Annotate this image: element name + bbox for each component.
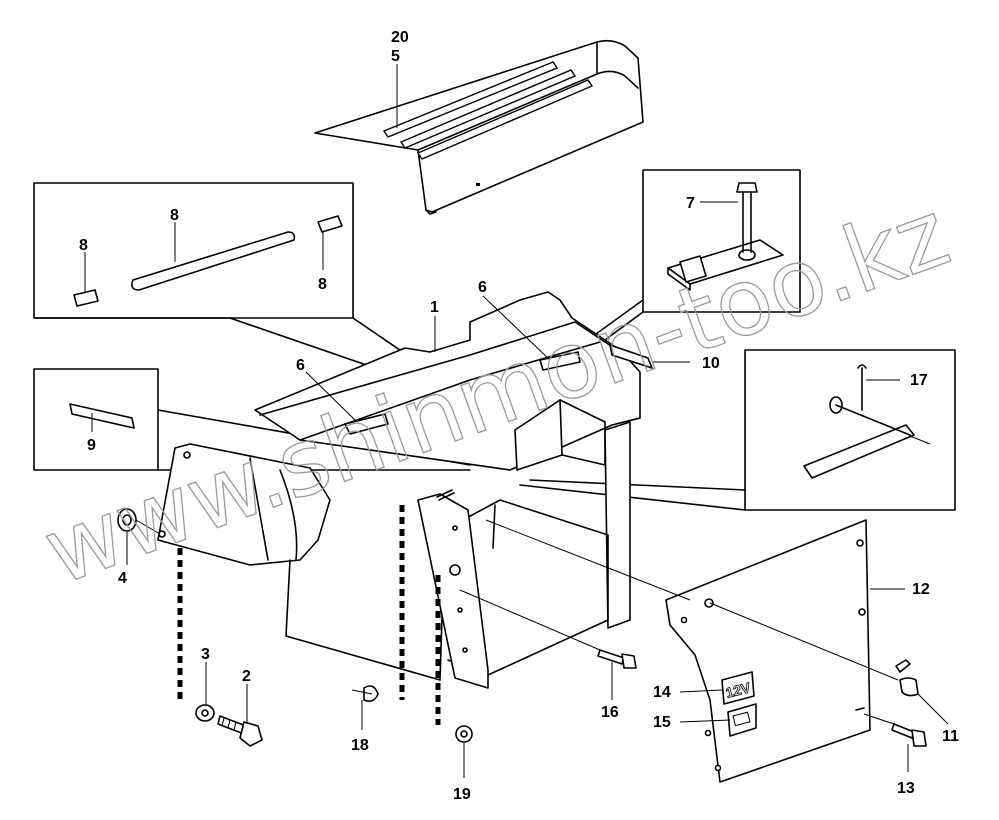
callout-1: 1 [430,299,439,316]
callout-8-left: 8 [79,237,88,254]
callout-8-right: 8 [318,276,327,293]
callout-20: 20 [391,29,409,46]
callout-17: 17 [910,372,928,389]
callout-2: 2 [242,668,251,685]
callout-4: 4 [118,570,127,587]
callout-6-left: 6 [296,357,305,374]
callout-12: 12 [912,581,930,598]
callout-7: 7 [686,195,695,212]
callout-15: 15 [653,714,671,731]
callout-5: 5 [391,48,400,65]
callout-11: 11 [942,728,959,745]
battery-box-body [157,291,690,689]
callout-8-center: 8 [170,207,179,224]
inset-box-seal-strip-9 [33,368,159,471]
fasteners [117,508,927,747]
battery-cover [314,39,644,215]
callout-3: 3 [201,646,210,663]
callout-leaders [126,295,949,778]
side-cover-panel: 12V [665,519,871,783]
callout-19: 19 [453,786,471,803]
callout-numbers: 20 5 8 8 8 7 1 6 6 10 17 9 4 3 2 18 19 1… [79,29,959,803]
battery-symbol-icon [727,703,757,737]
callout-18: 18 [351,737,369,754]
callout-10: 10 [702,355,720,372]
voltage-label-plate [721,671,755,705]
callout-6-right: 6 [478,279,487,296]
voltage-label: 12V [724,679,753,701]
callout-13: 13 [897,780,915,797]
callout-14: 14 [653,684,671,701]
inset-box-pin-shaft [744,349,956,511]
callout-9: 9 [87,437,96,454]
callout-16: 16 [601,704,619,721]
inset-box-hinge [642,169,801,313]
